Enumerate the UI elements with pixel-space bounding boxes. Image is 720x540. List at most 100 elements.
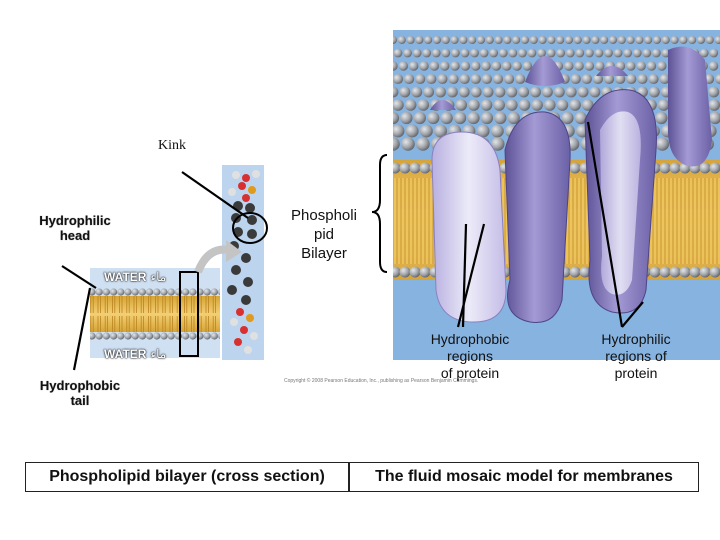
head-group xyxy=(424,36,433,44)
head-group xyxy=(669,266,681,278)
head-group xyxy=(435,86,446,98)
head-group xyxy=(417,99,430,111)
head-group xyxy=(635,36,644,44)
head-group xyxy=(699,162,711,174)
head-group xyxy=(569,162,581,174)
head-group xyxy=(138,332,146,340)
head-group xyxy=(506,86,518,98)
head-group xyxy=(401,137,415,151)
head-group xyxy=(131,332,139,340)
phospholipid-molecule-model xyxy=(222,165,264,360)
selection-box xyxy=(179,271,199,357)
head-group xyxy=(581,73,592,85)
atom xyxy=(247,215,257,225)
head-group xyxy=(426,73,437,85)
head-group xyxy=(522,61,533,71)
head-group xyxy=(561,111,574,125)
atom xyxy=(228,188,236,196)
hydrophobic-regions-label: Hydrophobic regions of protein xyxy=(410,331,530,382)
head-group xyxy=(609,36,617,44)
head-group xyxy=(579,266,591,278)
head-group xyxy=(714,36,720,44)
head-group xyxy=(471,61,481,71)
head-group xyxy=(110,288,118,296)
caption-left: Phospholipid bilayer (cross section) xyxy=(25,462,349,492)
head-group xyxy=(189,288,197,296)
head-group xyxy=(646,61,657,71)
head-group xyxy=(538,36,547,44)
phospholipid-bilayer-line-3: Bilayer xyxy=(301,245,347,262)
head-group xyxy=(644,36,653,44)
head-group xyxy=(494,36,503,44)
water-top-arabic: ماء xyxy=(150,270,167,284)
head-group xyxy=(653,36,661,44)
head-group xyxy=(450,36,459,44)
head-group xyxy=(90,288,96,296)
head-group xyxy=(110,332,118,340)
head-group xyxy=(512,36,521,44)
head-group xyxy=(146,332,154,340)
head-group xyxy=(649,266,661,278)
head-group xyxy=(556,99,569,111)
head-group xyxy=(447,86,458,98)
head-group xyxy=(585,48,594,58)
hydrophilic-regions-line-3: protein xyxy=(614,365,658,381)
head-group xyxy=(203,288,211,296)
head-group xyxy=(655,137,670,151)
atom xyxy=(231,265,241,275)
head-group xyxy=(419,61,429,71)
head-group xyxy=(454,111,467,125)
head-group xyxy=(437,73,448,85)
copyright-text: Copyright © 2008 Pearson Education, Inc.… xyxy=(284,378,479,384)
head-group xyxy=(440,111,453,125)
head-group xyxy=(637,73,648,85)
head-group xyxy=(189,332,197,340)
head-group xyxy=(494,111,507,125)
hydrophobic-regions-line-2: regions xyxy=(447,348,493,364)
head-group xyxy=(412,48,422,58)
head-group xyxy=(117,288,125,296)
head-group xyxy=(441,36,450,44)
head-group xyxy=(393,73,404,85)
atom xyxy=(248,186,256,194)
head-group xyxy=(594,48,604,58)
head-group xyxy=(393,99,404,111)
atom xyxy=(242,174,250,182)
head-group xyxy=(542,86,553,98)
head-group xyxy=(480,111,494,125)
head-group xyxy=(124,332,132,340)
hydrophobic-regions-line-3: of protein xyxy=(440,365,500,381)
atom xyxy=(232,171,240,179)
head-group xyxy=(709,48,719,58)
bilayer-bracket xyxy=(371,154,388,273)
head-group xyxy=(182,288,190,296)
head-group xyxy=(699,48,709,58)
head-group xyxy=(218,288,220,296)
head-group xyxy=(489,48,499,58)
head-group xyxy=(95,288,103,296)
hydrophilic-regions-label: Hydrophilic regions of protein xyxy=(578,331,694,382)
head-group xyxy=(131,288,139,296)
head-group xyxy=(416,137,430,151)
atom xyxy=(241,253,251,263)
head-group xyxy=(591,36,600,44)
head-group xyxy=(617,36,626,44)
head-group xyxy=(441,48,451,58)
head-group xyxy=(556,36,565,44)
head-group xyxy=(431,48,441,58)
head-group xyxy=(90,332,96,340)
head-group xyxy=(708,99,720,111)
head-group xyxy=(661,36,670,44)
head-group xyxy=(404,73,415,85)
head-group xyxy=(521,36,529,44)
head-group xyxy=(460,61,471,71)
head-group xyxy=(451,48,460,58)
head-group xyxy=(615,73,626,85)
head-group xyxy=(623,48,633,58)
head-group xyxy=(490,124,504,138)
head-group xyxy=(393,61,398,71)
head-group xyxy=(657,61,667,71)
atom xyxy=(246,314,254,322)
